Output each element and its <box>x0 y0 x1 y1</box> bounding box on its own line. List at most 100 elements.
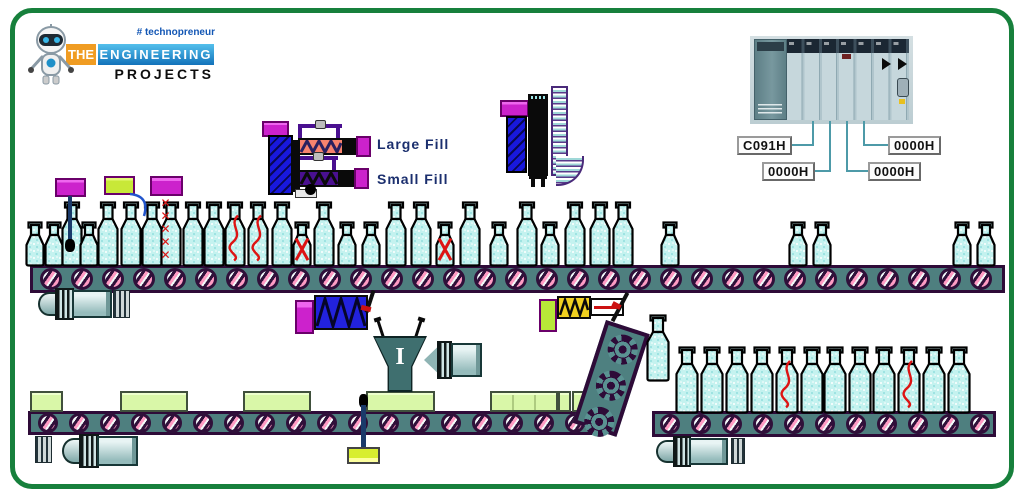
bottle-case <box>30 391 63 412</box>
capper-foot-leg <box>541 179 545 187</box>
bottle-rejected <box>224 201 246 267</box>
conveyor-roller <box>257 268 279 290</box>
small-fill-cap <box>354 168 369 189</box>
conveyor-roller <box>503 413 523 433</box>
case-sensor-pad <box>347 447 380 464</box>
zigzag-icon <box>558 295 590 319</box>
conveyor-roller <box>567 268 589 290</box>
plc-power-supply <box>754 39 787 120</box>
conveyor-roller <box>193 413 213 433</box>
hashtag-label: # technopreneur <box>136 27 215 38</box>
conveyor-roller <box>908 414 928 434</box>
conveyor-roller <box>379 413 399 433</box>
conveyor-roller <box>753 268 775 290</box>
bottle <box>203 201 225 267</box>
bottle <box>540 221 560 267</box>
bottle <box>823 346 847 414</box>
bottle-rejected <box>435 221 455 267</box>
motor-body <box>96 436 138 466</box>
plc-word-tag: 0000H <box>888 136 941 155</box>
conveyor-roller <box>815 414 835 434</box>
bottle <box>725 346 749 414</box>
plc-dsub-connector <box>897 78 909 97</box>
conveyor-roller <box>40 268 62 290</box>
conveyor-roller <box>255 413 275 433</box>
tag-line-h <box>846 170 868 172</box>
bottle <box>337 221 357 267</box>
plc-rack-photo <box>750 36 913 124</box>
plc-word-tag: 0000H <box>762 162 815 181</box>
large-fill-label: Large Fill <box>377 136 450 152</box>
piston-rod <box>594 306 620 309</box>
bottle <box>976 221 996 267</box>
conveyor-roller <box>505 268 527 290</box>
fill-manifold <box>291 140 300 192</box>
conveyor-roller <box>195 268 217 290</box>
conveyor-roller <box>846 268 868 290</box>
bottle <box>489 221 509 267</box>
machine-antenna <box>376 319 385 338</box>
plc-key-switch <box>882 58 891 70</box>
bottle <box>141 201 163 267</box>
small-fill-cylinder <box>298 169 340 188</box>
large-fill-cylinder <box>298 137 344 156</box>
capper-reservoir <box>500 100 529 117</box>
case-sensor-tip <box>359 394 368 408</box>
machine-antenna <box>414 319 423 338</box>
bottle-case <box>120 391 188 412</box>
conveyor-motor <box>62 434 138 468</box>
tag-line-v <box>829 121 831 172</box>
conveyor-roller <box>100 413 120 433</box>
bottle <box>750 346 774 414</box>
conveyor-roller <box>38 413 58 433</box>
logo-the: THE <box>66 44 96 65</box>
bottle <box>660 221 680 267</box>
sensor-wire <box>129 192 147 217</box>
case-packer-machine: I <box>373 336 427 392</box>
capper-foot <box>529 176 547 179</box>
plc-word-tag: C091H <box>737 136 792 155</box>
divert-pusher-base <box>539 299 557 332</box>
conveyor-roller <box>133 268 155 290</box>
plc-module-labels <box>787 39 909 53</box>
motor-bracket <box>731 438 745 464</box>
large-fill-valve <box>315 120 326 129</box>
motor-bracket <box>113 290 130 318</box>
plc-indicator <box>899 99 905 104</box>
logo-projects: PROJECTS <box>114 66 214 82</box>
small-fill-label: Small Fill <box>377 171 449 187</box>
bottle <box>564 201 586 267</box>
conveyor-roller <box>691 414 711 434</box>
conveyor-roller <box>784 414 804 434</box>
bottle-case <box>366 391 435 412</box>
bottle <box>79 221 99 267</box>
bottle <box>922 346 946 414</box>
ramp-sprocket <box>592 366 630 405</box>
conveyor-motor <box>38 288 112 320</box>
conveyor-roller <box>131 413 151 433</box>
conveyor-roller <box>908 268 930 290</box>
conveyor-roller <box>441 413 461 433</box>
conveyor-roller <box>474 268 496 290</box>
bottle <box>361 221 381 267</box>
tag-line-h <box>789 144 814 146</box>
plc-word-tag: 0000H <box>868 162 921 181</box>
conveyor-roller <box>753 414 773 434</box>
conveyor-roller <box>784 268 806 290</box>
conveyor-roller <box>660 414 680 434</box>
bottle <box>589 201 611 267</box>
bottle <box>800 346 824 414</box>
tag-line-v <box>812 121 814 146</box>
bottle-case <box>243 391 311 412</box>
conveyor-roller <box>164 268 186 290</box>
bottle <box>120 201 142 267</box>
robot-mascot-icon <box>24 24 78 91</box>
tag-line-v <box>863 121 865 146</box>
cap-feeder-coil-tail <box>556 156 584 186</box>
bottle <box>848 346 872 414</box>
conveyor-roller <box>443 268 465 290</box>
small-fill-cylinder-end <box>340 170 354 187</box>
conveyor-roller <box>381 268 403 290</box>
conveyor-roller <box>350 268 372 290</box>
